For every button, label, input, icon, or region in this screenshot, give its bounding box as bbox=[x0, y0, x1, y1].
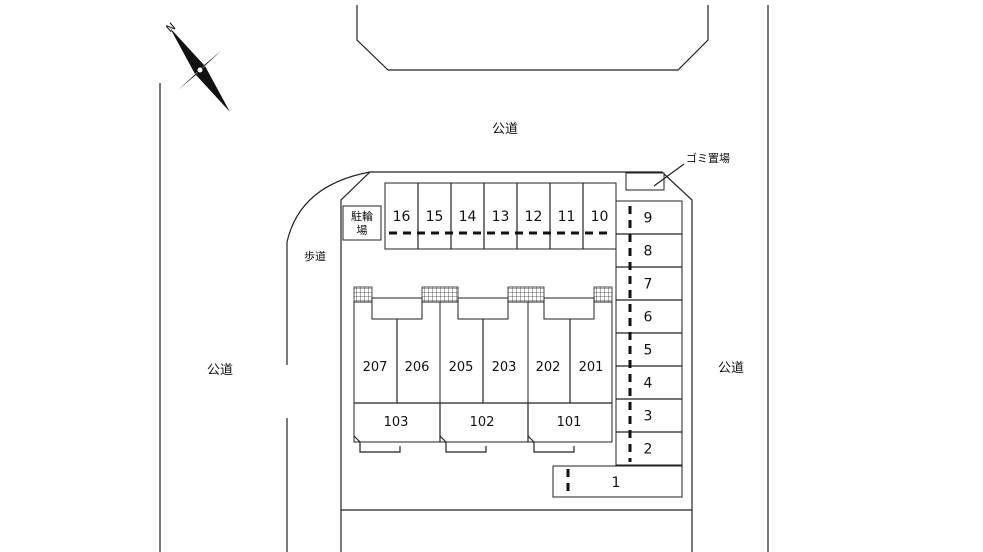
parking-space-label: 14 bbox=[459, 209, 477, 225]
parking-space-label: 13 bbox=[492, 209, 510, 225]
parking-space-label: 8 bbox=[644, 244, 653, 260]
road-label-right: 公道 bbox=[718, 361, 744, 376]
road-lines bbox=[159, 5, 769, 552]
balcony-grid bbox=[353, 286, 373, 303]
parking-space-label: 10 bbox=[591, 209, 609, 225]
unit-label: 206 bbox=[405, 360, 430, 375]
balcony-grid bbox=[593, 286, 613, 303]
sidewalk-label: 歩道 bbox=[304, 249, 326, 263]
balcony-grid bbox=[421, 286, 459, 303]
unit-label: 207 bbox=[363, 360, 388, 375]
parking-space-label: 2 bbox=[644, 442, 653, 458]
parking-space-label: 3 bbox=[644, 409, 653, 425]
site-boundary bbox=[340, 171, 693, 552]
parking-space-label: 12 bbox=[525, 209, 543, 225]
compass-north-label: N bbox=[164, 20, 179, 35]
parking-space-label: 15 bbox=[426, 209, 444, 225]
parking-space-label: 1 bbox=[612, 475, 621, 491]
parking-space-label: 7 bbox=[644, 277, 653, 293]
parking-right-column: 9 8 7 6 5 4 3 2 bbox=[615, 200, 683, 466]
parking-space-label: 5 bbox=[644, 343, 653, 359]
parking-space-1: 1 bbox=[552, 465, 683, 498]
garbage-station-label: ゴミ置場 bbox=[686, 151, 730, 165]
bike-parking bbox=[342, 205, 382, 241]
unit-label: 201 bbox=[579, 360, 604, 375]
parking-space-label: 6 bbox=[644, 310, 653, 326]
garbage-leader-line bbox=[653, 163, 685, 187]
unit-label: 202 bbox=[536, 360, 561, 375]
garbage-station bbox=[625, 172, 665, 191]
parking-space-label: 16 bbox=[393, 209, 411, 225]
road-label-left: 公道 bbox=[207, 363, 233, 378]
bike-parking-label-1: 駐輪 bbox=[351, 209, 373, 223]
apartment-building: 207 206 205 203 202 201 103 102 101 bbox=[353, 286, 613, 453]
parking-space-label: 9 bbox=[644, 211, 653, 227]
bike-parking-label-2: 場 bbox=[357, 224, 368, 237]
unit-label: 102 bbox=[470, 415, 495, 430]
unit-label: 103 bbox=[384, 415, 409, 430]
compass-rose-icon bbox=[170, 28, 230, 112]
parking-top-row: 16 15 14 13 12 11 10 bbox=[384, 182, 617, 250]
unit-label: 101 bbox=[557, 415, 582, 430]
unit-label: 205 bbox=[449, 360, 474, 375]
parking-space-label: 4 bbox=[644, 376, 653, 392]
parking-space-label: 11 bbox=[558, 209, 576, 225]
unit-label: 203 bbox=[492, 360, 517, 375]
balcony-grid bbox=[507, 286, 545, 303]
road-label-top: 公道 bbox=[492, 122, 518, 137]
